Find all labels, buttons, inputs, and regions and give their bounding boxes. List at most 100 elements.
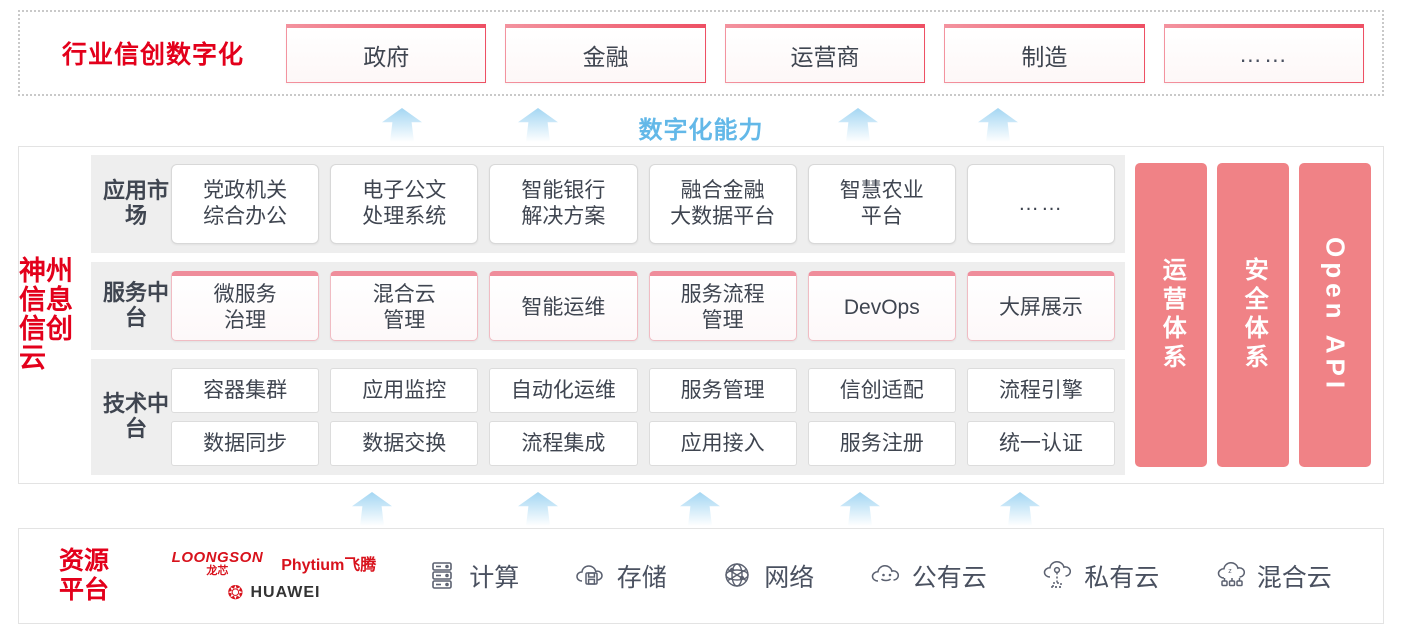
svc-cell-line1: 混合云 [372, 283, 436, 307]
app-cell-line1: 电子公文 [362, 179, 447, 203]
tech-cell-service-registry[interactable]: 服务注册 [807, 421, 956, 466]
pillar-operations-label: 运营体系 [1158, 257, 1186, 373]
resource-item-storage[interactable]: 存储 [574, 558, 667, 594]
cloud-section-body: 应用市场 党政机关 综合办公 电子公文 处理系统 [91, 147, 1383, 483]
huawei-logo-name: HUAWEI [250, 584, 321, 601]
app-cell-line1: 智能银行 [521, 179, 606, 203]
resource-item-label: 混合云 [1256, 564, 1332, 592]
industry-box-list: 政府 金融 运营商 制造 …… [286, 23, 1382, 83]
tech-cell-xinchuang-adaptation[interactable]: 信创适配 [807, 368, 956, 413]
tech-cell-service-mgmt[interactable]: 服务管理 [648, 368, 797, 413]
vendor-logo-row-top: LOONGSON 龙芯 Phytium飞腾 [172, 550, 377, 577]
tech-cell-automated-ops[interactable]: 自动化运维 [489, 368, 638, 413]
industry-band-title: 行业信创数字化 [61, 41, 244, 69]
resource-item-compute[interactable]: 计算 [426, 558, 519, 594]
row-technical-platform: 技术中台 容器集群 应用监控 自动化运维 服务管理 信创适配 流程引擎 数据同步 [91, 359, 1125, 475]
app-cell-smart-bank[interactable]: 智能银行 解决方案 [489, 164, 638, 244]
app-cell-fintech-bigdata[interactable]: 融合金融 大数据平台 [648, 164, 797, 244]
industry-box-finance[interactable]: 金融 [505, 23, 706, 83]
technical-platform-row-top: 容器集群 应用监控 自动化运维 服务管理 信创适配 流程引擎 [171, 368, 1116, 413]
industry-box-manufacturing[interactable]: 制造 [944, 23, 1145, 83]
resource-item-label: 公有云 [911, 564, 987, 592]
app-cell-government-office[interactable]: 党政机关 综合办公 [171, 164, 320, 244]
app-cell-line1: 党政机关 [203, 179, 288, 203]
service-platform-cells: 微服务 治理 混合云 管理 智能运维 [171, 271, 1116, 341]
cloud-rows: 应用市场 党政机关 综合办公 电子公文 处理系统 [91, 155, 1125, 475]
resource-item-label: 存储 [616, 564, 667, 592]
app-cell-more[interactable]: …… [966, 164, 1116, 244]
tech-cell-app-monitoring[interactable]: 应用监控 [330, 368, 479, 413]
resource-title-line1: 资源 [58, 546, 109, 575]
app-cell-line2: 综合办公 [203, 205, 288, 228]
resource-item-network[interactable]: 网络 [721, 558, 814, 594]
resource-item-public-cloud[interactable]: 公有云 [869, 558, 987, 594]
app-cell-line2: 大数据平台 [670, 205, 776, 228]
resource-title-line2: 平台 [58, 576, 109, 604]
pillar-open-api[interactable]: Open API [1299, 163, 1371, 467]
svc-cell-dashboard[interactable]: 大屏展示 [966, 271, 1116, 341]
industry-box-carrier[interactable]: 运营商 [724, 23, 926, 83]
resource-item-list: 计算 存储 [399, 558, 1383, 594]
up-arrow-icon-3 [838, 108, 878, 142]
svc-cell-line1: 服务流程 [680, 283, 765, 307]
app-cell-line2: 平台 [860, 205, 903, 228]
industry-box-government[interactable]: 政府 [286, 23, 487, 83]
tech-cell-process-engine[interactable]: 流程引擎 [966, 368, 1116, 413]
svc-cell-service-process-mgmt[interactable]: 服务流程 管理 [648, 271, 797, 341]
row-service-platform: 服务中台 微服务 治理 混合云 管理 [91, 262, 1125, 350]
svc-cell-devops[interactable]: DevOps [807, 271, 956, 341]
application-market-cells: 党政机关 综合办公 电子公文 处理系统 智能银行 [171, 164, 1116, 244]
up-arrow-icon-9 [1000, 492, 1040, 526]
private-cloud-icon [1041, 559, 1075, 593]
app-cell-line1: 智慧农业 [839, 179, 924, 203]
tech-cell-data-sync[interactable]: 数据同步 [171, 421, 320, 466]
loongson-logo-cn: 龙芯 [206, 564, 229, 577]
row-label-service-platform: 服务中台 [102, 280, 169, 330]
app-cell-line2: 解决方案 [521, 205, 606, 228]
app-cell-smart-agriculture[interactable]: 智慧农业 平台 [807, 164, 956, 244]
network-mesh-icon [721, 559, 755, 593]
huawei-logo: ❂ HUAWEI [228, 584, 321, 603]
svc-cell-line2: 治理 [224, 309, 267, 332]
tech-cell-container-cluster[interactable]: 容器集群 [171, 368, 320, 413]
up-arrow-icon-6 [518, 492, 558, 526]
up-arrow-icon-7 [680, 492, 720, 526]
hybrid-cloud-icon: z [1214, 559, 1248, 593]
technical-platform-row-bottom: 数据同步 数据交换 流程集成 应用接入 服务注册 统一认证 [171, 421, 1116, 466]
app-cell-line1: 融合金融 [680, 179, 765, 203]
tech-cell-data-exchange[interactable]: 数据交换 [330, 421, 479, 466]
tech-cell-app-access[interactable]: 应用接入 [648, 421, 797, 466]
pillar-security-system[interactable]: 安全体系 [1217, 163, 1289, 467]
vendor-logo-row-bottom: ❂ HUAWEI [228, 584, 321, 603]
up-arrow-icon-5 [352, 492, 392, 526]
app-cell-edoc-system[interactable]: 电子公文 处理系统 [330, 164, 479, 244]
phytium-logo: Phytium飞腾 [281, 557, 377, 574]
resource-item-hybrid-cloud[interactable]: z 混合云 [1214, 558, 1332, 594]
svc-cell-intelligent-ops[interactable]: 智能运维 [489, 271, 638, 341]
loongson-logo: LOONGSON 龙芯 [172, 550, 264, 577]
cloud-pillars: 运营体系 安全体系 Open API [1135, 155, 1371, 475]
resource-item-private-cloud[interactable]: 私有云 [1041, 558, 1159, 594]
tech-cell-unified-auth[interactable]: 统一认证 [966, 421, 1116, 466]
vendor-logos: LOONGSON 龙芯 Phytium飞腾 ❂ HUAWEI [149, 550, 399, 603]
pillar-open-api-label: Open API [1320, 236, 1351, 394]
row-application-market: 应用市场 党政机关 综合办公 电子公文 处理系统 [91, 155, 1125, 253]
up-arrow-icon-4 [978, 108, 1018, 142]
pillar-operations-system[interactable]: 运营体系 [1135, 163, 1207, 467]
huawei-flower-icon: ❂ [227, 582, 244, 604]
svc-cell-line2: 管理 [701, 309, 744, 332]
server-icon [426, 559, 460, 593]
tech-cell-process-integration[interactable]: 流程集成 [489, 421, 638, 466]
capability-label: 数字化能力 [638, 117, 764, 144]
loongson-logo-en: LOONGSON [171, 548, 264, 566]
pillar-security-label: 安全体系 [1240, 257, 1268, 373]
cloud-storage-icon [574, 559, 608, 593]
cloud-section: 神州信息信创云 应用市场 党政机关 综合办公 [18, 146, 1384, 484]
svc-cell-microservice-governance[interactable]: 微服务 治理 [171, 271, 320, 341]
industry-box-more[interactable]: …… [1163, 23, 1365, 83]
resource-item-label: 网络 [764, 564, 815, 592]
svc-cell-hybrid-cloud-mgmt[interactable]: 混合云 管理 [330, 271, 479, 341]
up-arrow-icon-8 [840, 492, 880, 526]
row-label-application-market: 应用市场 [102, 178, 169, 228]
